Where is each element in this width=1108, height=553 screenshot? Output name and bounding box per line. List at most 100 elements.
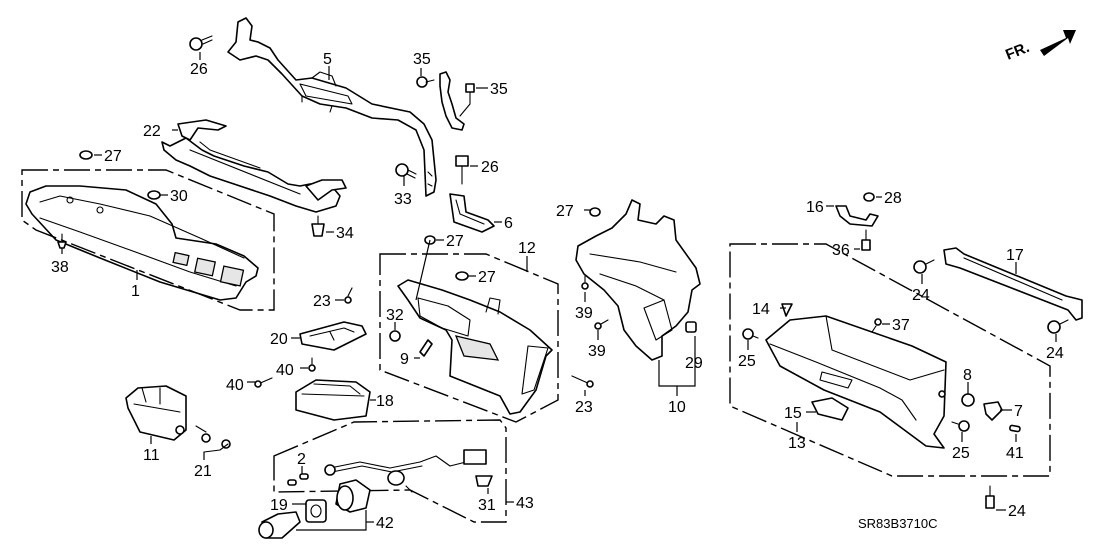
part-8-damper bbox=[961, 393, 975, 407]
part-22-duct bbox=[161, 119, 347, 213]
front-direction-indicator: FR. bbox=[1003, 30, 1076, 64]
group-box-13 bbox=[729, 243, 1051, 477]
callout-8: 8 bbox=[963, 367, 972, 384]
callout-20: 20 bbox=[270, 331, 288, 348]
part-11-cup-holder bbox=[125, 385, 187, 441]
callout-32: 32 bbox=[386, 307, 404, 324]
part-29-clip bbox=[685, 321, 697, 333]
callout-36: 36 bbox=[832, 242, 850, 259]
part-20-panel bbox=[299, 321, 367, 351]
callout-26: 26 bbox=[190, 61, 208, 78]
group-box-1 bbox=[21, 169, 275, 311]
callout-16: 16 bbox=[806, 199, 824, 216]
front-arrow-icon bbox=[1040, 30, 1076, 56]
callout-28: 28 bbox=[884, 190, 902, 207]
part-15-latch bbox=[811, 397, 849, 421]
callout-27: 27 bbox=[104, 148, 122, 165]
part-42-socket bbox=[335, 479, 371, 513]
part-35-bracket bbox=[416, 71, 475, 131]
callout-27: 27 bbox=[478, 269, 496, 286]
part-27-clip-a bbox=[79, 150, 93, 160]
callout-37: 37 bbox=[892, 317, 910, 334]
part-26-bolt-b bbox=[455, 155, 469, 185]
part-7-holder bbox=[983, 401, 1003, 421]
callout-24: 24 bbox=[912, 287, 930, 304]
callout-13: 13 bbox=[788, 435, 806, 452]
callout-5: 5 bbox=[323, 51, 332, 68]
callout-27: 27 bbox=[556, 203, 574, 220]
callout-35: 35 bbox=[490, 81, 508, 98]
callout-9: 9 bbox=[400, 351, 409, 368]
part-18-tray bbox=[295, 379, 371, 421]
part-41-pin bbox=[1009, 424, 1021, 433]
callout-24: 24 bbox=[1046, 345, 1064, 362]
part-25-clip-a bbox=[742, 328, 759, 340]
part-24-bolt-b bbox=[1047, 319, 1069, 334]
callout-34: 34 bbox=[336, 225, 354, 242]
callout-33: 33 bbox=[394, 191, 412, 208]
part-27-clip-c bbox=[455, 271, 469, 281]
group-box-43 bbox=[273, 419, 507, 523]
leader-lines bbox=[61, 52, 1057, 531]
part-39-screw-a bbox=[581, 275, 589, 290]
callout-19: 19 bbox=[270, 497, 288, 514]
callout-14: 14 bbox=[752, 301, 770, 318]
callout-29: 29 bbox=[685, 355, 703, 372]
part-30-clip bbox=[147, 190, 161, 200]
part-37-screw bbox=[871, 318, 882, 333]
callout-18: 18 bbox=[376, 393, 394, 410]
front-label: FR. bbox=[1003, 39, 1032, 64]
part-31-clip bbox=[475, 475, 493, 487]
callout-labels: 26 5 35 35 22 27 30 33 26 6 34 38 1 27 2… bbox=[51, 51, 1064, 532]
part-19-ring bbox=[305, 499, 327, 523]
part-39-screw-b bbox=[594, 319, 609, 330]
part-28-nut bbox=[863, 192, 875, 202]
callout-24: 24 bbox=[1008, 503, 1026, 520]
part-23-screw-b bbox=[571, 375, 594, 388]
part-42-lighter bbox=[258, 511, 301, 539]
part-9-screw bbox=[419, 339, 433, 357]
callout-43: 43 bbox=[516, 495, 534, 512]
part-6-bracket bbox=[449, 193, 495, 233]
part-24-bolt-a bbox=[913, 259, 935, 274]
callout-25: 25 bbox=[738, 353, 756, 370]
callout-27: 27 bbox=[446, 233, 464, 250]
part-34-clip bbox=[311, 215, 325, 237]
part-2-bulb bbox=[287, 473, 309, 486]
part-12-lower-cover bbox=[397, 279, 553, 415]
callout-25: 25 bbox=[952, 445, 970, 462]
part-43-harness bbox=[324, 449, 487, 493]
callout-39: 39 bbox=[588, 343, 606, 360]
callout-7: 7 bbox=[1014, 403, 1023, 420]
callout-6: 6 bbox=[504, 215, 513, 232]
part-21-spring bbox=[195, 425, 231, 453]
part-16-bracket bbox=[835, 205, 879, 227]
callout-15: 15 bbox=[784, 405, 802, 422]
callout-39: 39 bbox=[575, 305, 593, 322]
callout-31: 31 bbox=[478, 497, 496, 514]
part-32-nut bbox=[389, 330, 401, 342]
callout-40: 40 bbox=[276, 362, 294, 379]
part-24-bolt-c bbox=[985, 485, 995, 509]
callout-2: 2 bbox=[297, 451, 306, 468]
part-1-garnish bbox=[25, 185, 259, 301]
callout-21: 21 bbox=[194, 463, 212, 480]
callout-11: 11 bbox=[143, 447, 160, 464]
part-33-bolt bbox=[395, 163, 417, 179]
part-17-rail bbox=[943, 247, 1083, 321]
part-25-clip-b bbox=[951, 420, 970, 432]
part-23-screw-a bbox=[344, 287, 353, 304]
callout-22: 22 bbox=[143, 123, 161, 140]
group-box-12 bbox=[379, 253, 559, 423]
callout-35: 35 bbox=[413, 51, 431, 68]
callout-17: 17 bbox=[1006, 247, 1024, 264]
part-40-screw-a bbox=[254, 377, 273, 388]
part-26-bolt bbox=[189, 35, 213, 51]
callout-42: 42 bbox=[376, 515, 394, 532]
part-40-screw-b bbox=[308, 357, 316, 372]
callout-23: 23 bbox=[575, 399, 593, 416]
part-5-beam bbox=[227, 17, 437, 197]
callout-30: 30 bbox=[170, 188, 188, 205]
callout-12: 12 bbox=[518, 240, 536, 257]
